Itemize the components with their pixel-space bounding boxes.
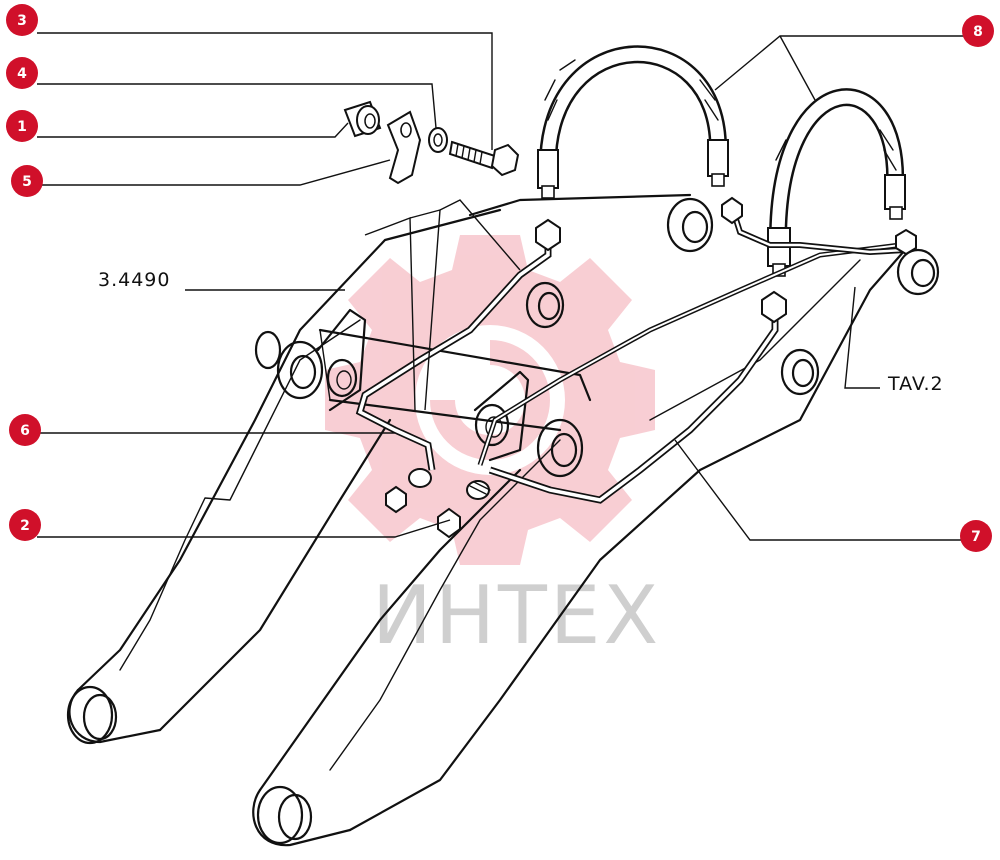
part-reference-label: 3.4490	[98, 269, 170, 291]
washer	[428, 127, 448, 153]
leader-lines	[37, 32, 965, 541]
hex-nuts	[385, 485, 461, 539]
steel-pipe-left	[355, 218, 561, 488]
svg-text:5: 5	[22, 174, 32, 190]
pointer-arrows	[364, 199, 521, 411]
spacer-bushing	[343, 100, 382, 138]
table-reference-label: TAV.2	[887, 373, 944, 395]
watermark-text: ИНТЕХ	[372, 569, 661, 662]
clamp-bracket	[386, 110, 422, 185]
watermark-gear-icon	[325, 235, 655, 565]
callout-5: 5	[11, 165, 43, 197]
callout-7: 7	[960, 520, 992, 552]
callout-4: 4	[6, 57, 38, 89]
svg-text:8: 8	[973, 24, 983, 40]
callout-1: 1	[6, 110, 38, 142]
svg-text:3: 3	[17, 13, 27, 29]
svg-text:7: 7	[971, 529, 981, 545]
svg-text:2: 2	[20, 518, 30, 534]
svg-text:4: 4	[17, 66, 27, 82]
hex-bolt	[448, 140, 520, 177]
svg-text:6: 6	[20, 423, 30, 439]
steel-pipe-right	[466, 196, 917, 504]
callout-3: 3	[6, 4, 38, 36]
svg-text:1: 1	[17, 119, 27, 135]
callout-8: 8	[962, 15, 994, 47]
callout-2: 2	[9, 509, 41, 541]
loader-frame	[66, 193, 940, 847]
callout-6: 6	[9, 414, 41, 446]
hydraulic-hose-left	[537, 45, 729, 199]
